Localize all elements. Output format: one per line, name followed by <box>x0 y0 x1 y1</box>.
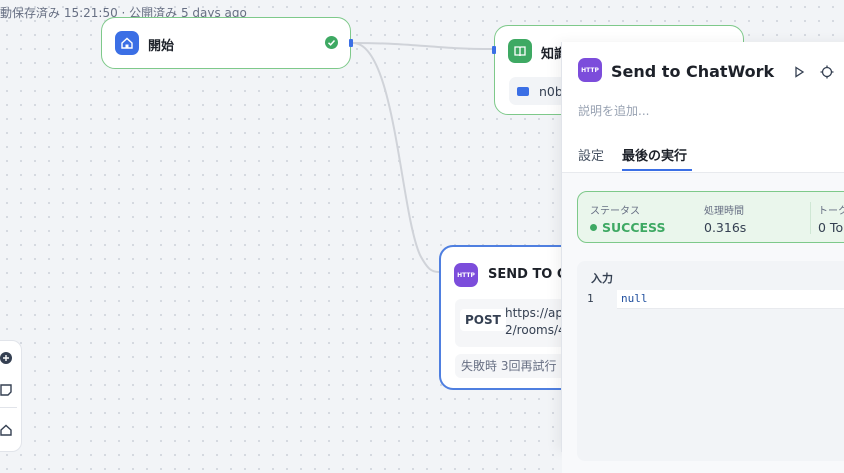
home-view-icon[interactable] <box>0 423 13 437</box>
knowledge-node-title: 知識 <box>541 47 568 62</box>
crosshair-icon <box>820 65 834 79</box>
http-icon: HTTP <box>454 263 478 287</box>
knowledge-input-port[interactable] <box>492 46 496 54</box>
knowledge-dataset-name: n0b <box>539 83 563 99</box>
input-code: null <box>621 292 648 305</box>
locate-node-button[interactable] <box>819 64 835 80</box>
folder-icon <box>517 86 529 96</box>
tab-settings[interactable]: 設定 <box>578 149 605 164</box>
start-node[interactable]: 開始 <box>101 17 353 69</box>
http-url-line2: 2/rooms/4 <box>505 323 566 337</box>
http-url: https://ap 2/rooms/4 <box>505 305 566 339</box>
input-label: 入力 <box>591 272 613 285</box>
active-tab-indicator <box>622 169 692 171</box>
run-status-card: ステータス SUCCESS 処理時間 0.316s トーク 0 To <box>577 191 844 243</box>
add-node-icon[interactable] <box>0 351 13 365</box>
tokens-value: 0 To <box>818 220 844 235</box>
workflow-edges <box>352 42 495 273</box>
success-check-icon <box>325 36 338 49</box>
http-node-title: SEND TO C <box>488 267 567 282</box>
line-number: 1 <box>587 292 594 305</box>
book-icon <box>508 39 532 63</box>
edge-start-http <box>352 42 440 273</box>
elapsed-time-value: 0.316s <box>704 220 747 235</box>
http-icon: HTTP <box>578 58 602 82</box>
description-input[interactable]: 説明を追加... <box>578 104 650 118</box>
note-icon[interactable] <box>0 383 13 397</box>
tab-last-run[interactable]: 最後の実行 <box>622 149 688 164</box>
canvas-toolbar <box>0 340 22 452</box>
status-value-text: SUCCESS <box>602 220 666 235</box>
play-icon <box>795 66 805 78</box>
http-url-line1: https://ap <box>505 306 563 320</box>
status-value: SUCCESS <box>590 220 665 235</box>
tokens-label: トーク <box>818 206 844 217</box>
stat-separator <box>810 202 811 234</box>
status-label: ステータス <box>590 206 640 217</box>
start-node-title: 開始 <box>148 39 175 54</box>
http-method-badge: POST <box>460 309 506 331</box>
success-dot-icon <box>590 224 597 231</box>
input-code-editor[interactable] <box>617 290 844 309</box>
save-status: 動保存済み 15:21:50 · 公開済み 5 days ago <box>0 6 247 20</box>
home-icon <box>115 31 139 55</box>
elapsed-time-label: 処理時間 <box>704 206 744 217</box>
edge-start-knowledge <box>352 42 495 50</box>
run-node-button[interactable] <box>791 64 807 80</box>
panel-title[interactable]: Send to ChatWork <box>611 62 775 81</box>
start-output-port[interactable] <box>349 39 353 47</box>
tab-divider <box>562 172 844 173</box>
input-section: 入力 1 null <box>577 261 844 461</box>
